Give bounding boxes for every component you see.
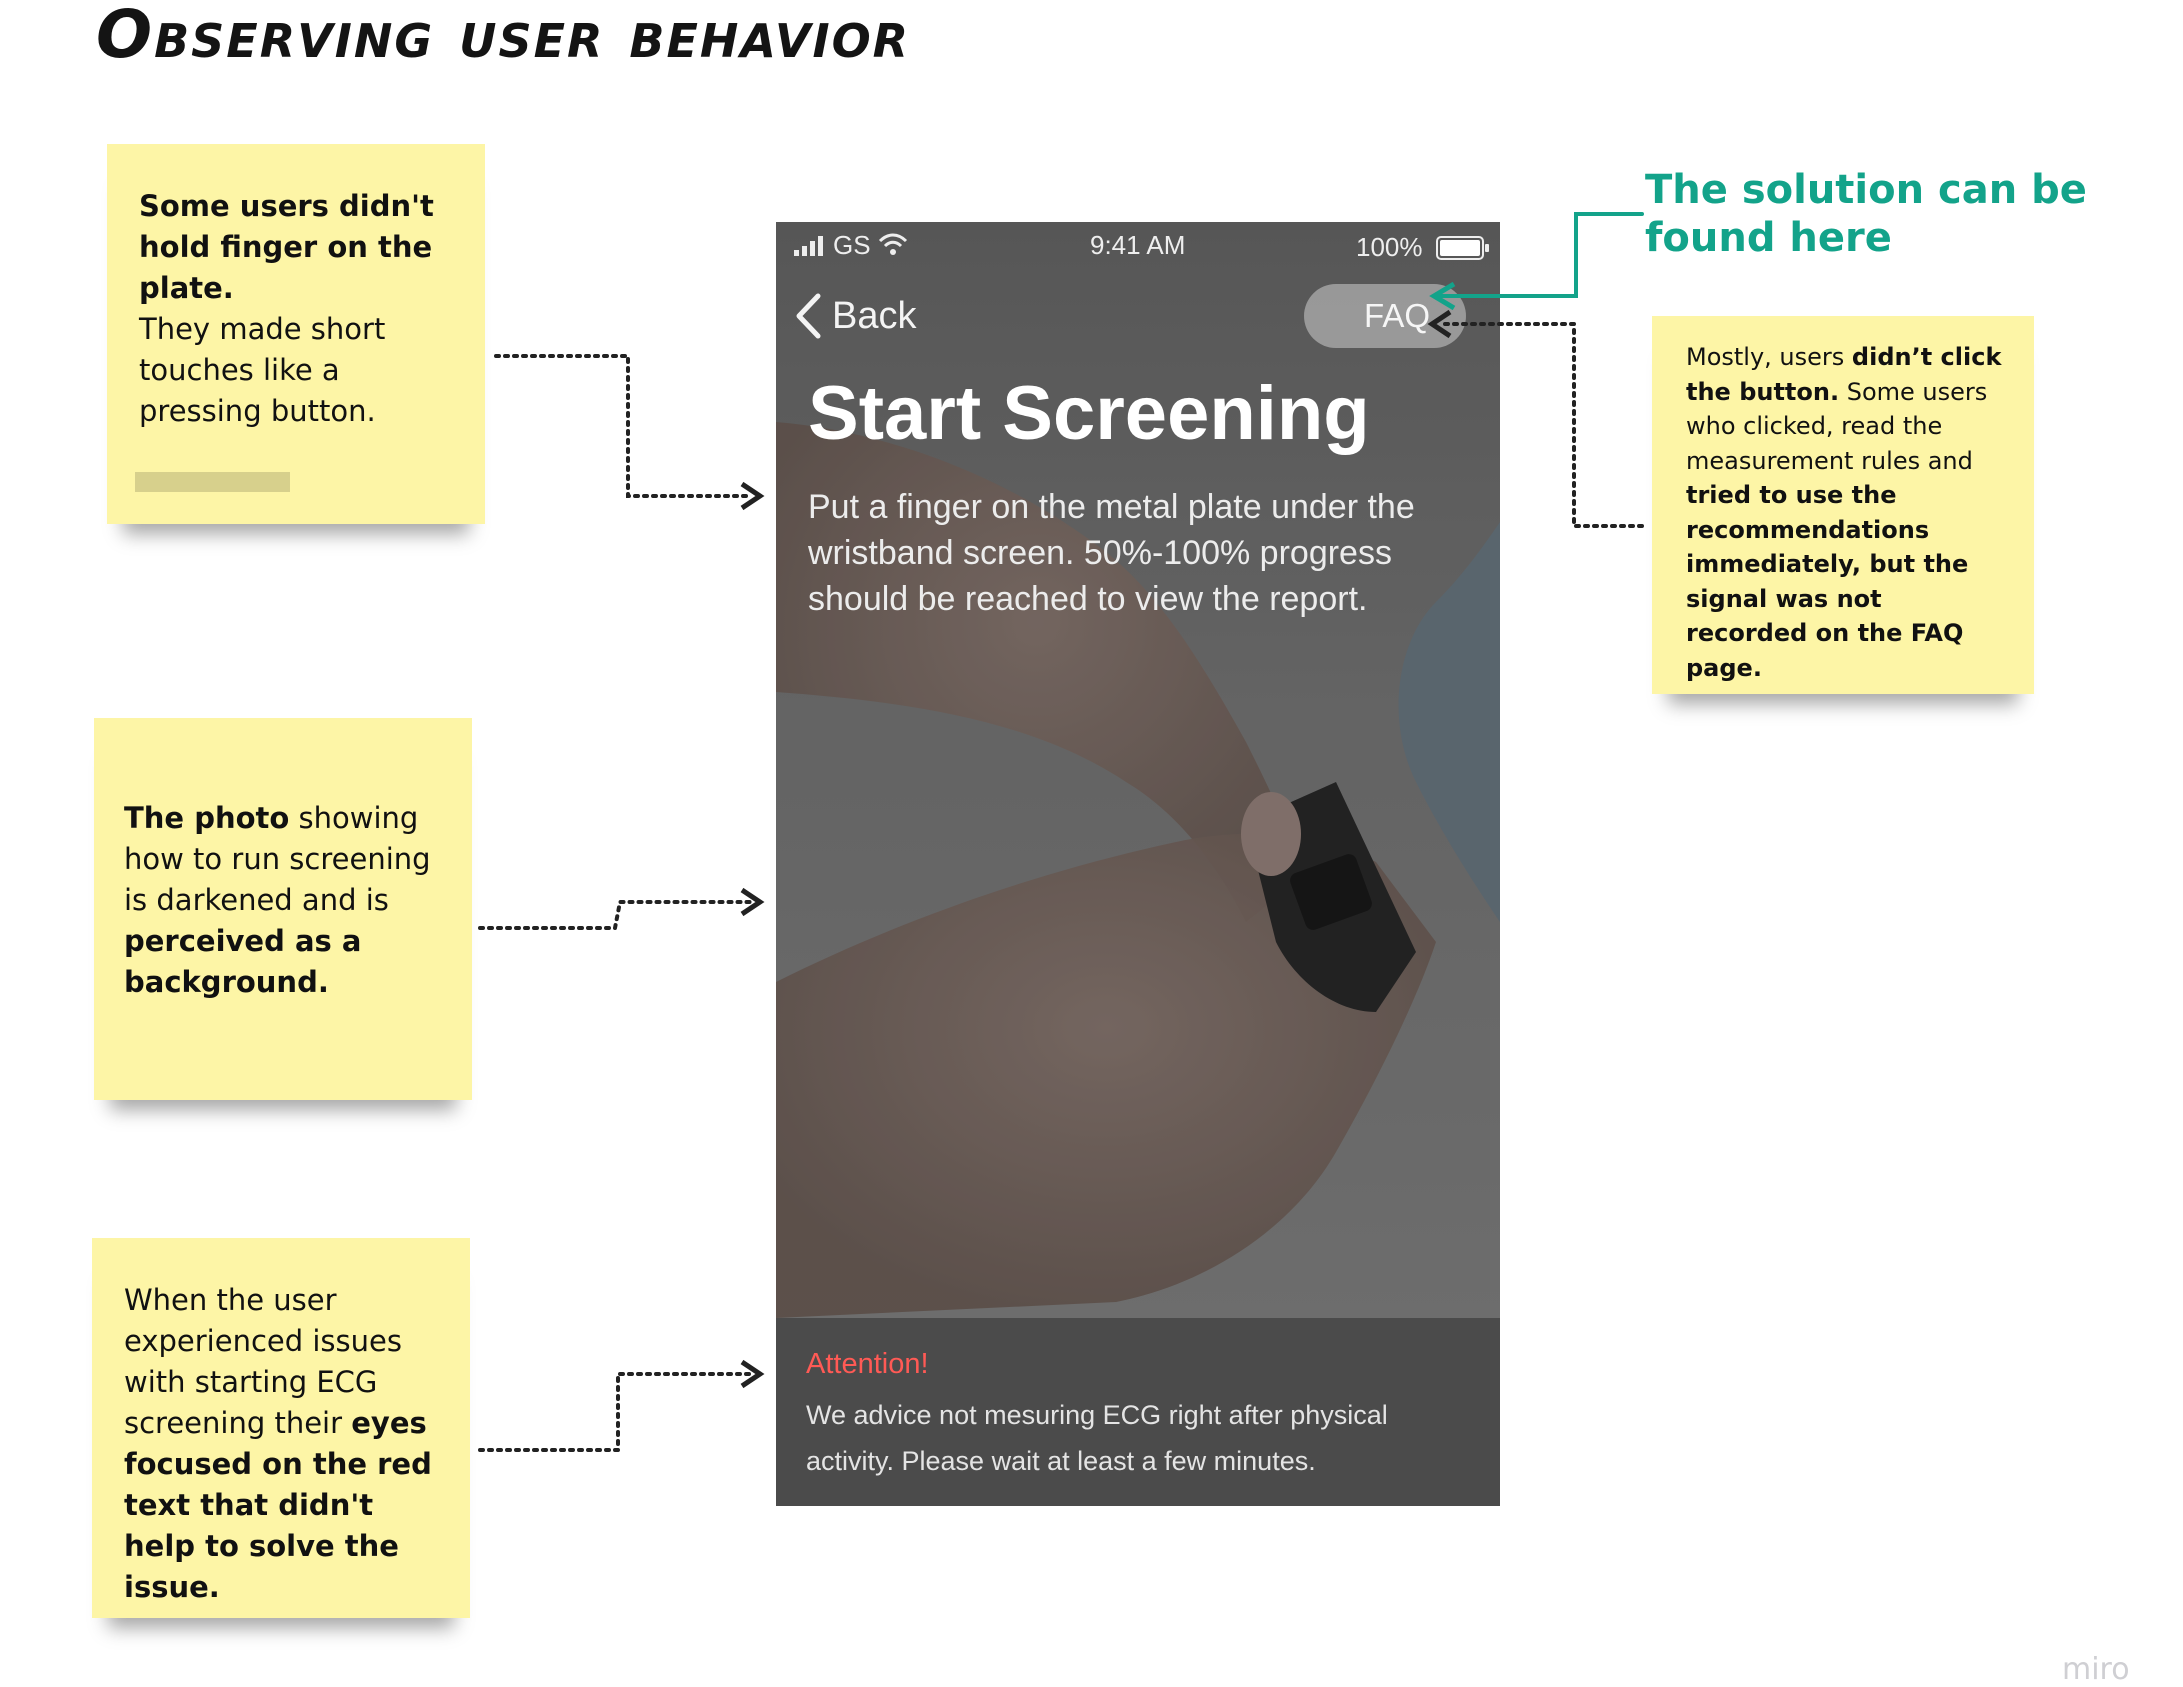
note-bold-text: tried to use the recommendations immedia… [1686,481,1969,682]
sticky-note-faq[interactable]: Mostly, users didn’t click the button. S… [1652,316,2034,694]
attention-title: Attention! [806,1348,929,1380]
faq-button[interactable]: FAQ [1304,284,1466,348]
arrow-head-icon [740,1359,765,1389]
note-bold-text: Some users didn't hold finger on the pla… [139,189,434,305]
note-bold-text: eyes focused on the red text that didn't… [124,1406,432,1604]
phone-screenshot[interactable]: GS 9:41 AM 100% Back FAQ Start Screening… [776,222,1500,1506]
note-text: They made short touches like a pressing … [139,312,386,428]
screen-title: Start Screening [808,371,1370,456]
wifi-icon [878,233,908,255]
note-text: When the user experienced issues with st… [124,1283,402,1440]
chevron-left-icon [796,293,821,339]
sticky-note-photo[interactable]: The photo showing how to run screening i… [94,718,472,1100]
board-title: Observing user behavior [96,0,911,73]
status-time: 9:41 AM [1090,230,1186,260]
battery-percent: 100% [1356,232,1423,262]
note-bold-text: perceived as a background. [124,924,362,999]
note-bold-text: didn’t click the button. [1686,343,2002,406]
note-bold-text: The photo [124,801,290,835]
connector-red-text [478,1372,754,1452]
connector-photo [478,900,754,930]
solution-label-line: The solution can be [1645,167,2087,213]
carrier-label: GS [833,230,871,260]
back-label: Back [832,294,917,337]
miro-watermark: miro [2062,1652,2130,1687]
arrow-head-icon [740,481,765,511]
note-tag-bar [135,472,290,492]
battery-icon [1436,236,1489,260]
arrow-head-icon [740,887,765,917]
back-button[interactable]: Back [794,288,916,344]
solution-label[interactable]: The solution can be found here [1645,166,2087,262]
note-text: Mostly, users [1686,343,1852,371]
connector-hold-finger [494,354,754,498]
signal-icon [794,236,823,256]
attention-text: We advice not mesuring ECG right after p… [806,1400,1388,1476]
solution-label-line: found here [1645,215,1892,261]
hand-photo-background [776,222,1500,1318]
screen-description: Put a finger on the metal plate under th… [808,488,1415,618]
note-text: showing how to run screening is darkened… [124,801,431,917]
attention-panel: Attention! We advice not mesuring ECG ri… [776,1318,1500,1506]
note-text: Some users who clicked, read the measure… [1686,377,1988,475]
sticky-note-red-text[interactable]: When the user experienced issues with st… [92,1238,470,1618]
status-bar: GS 9:41 AM 100% [776,222,1500,268]
sticky-note-hold-finger[interactable]: Some users didn't hold finger on the pla… [107,144,485,524]
